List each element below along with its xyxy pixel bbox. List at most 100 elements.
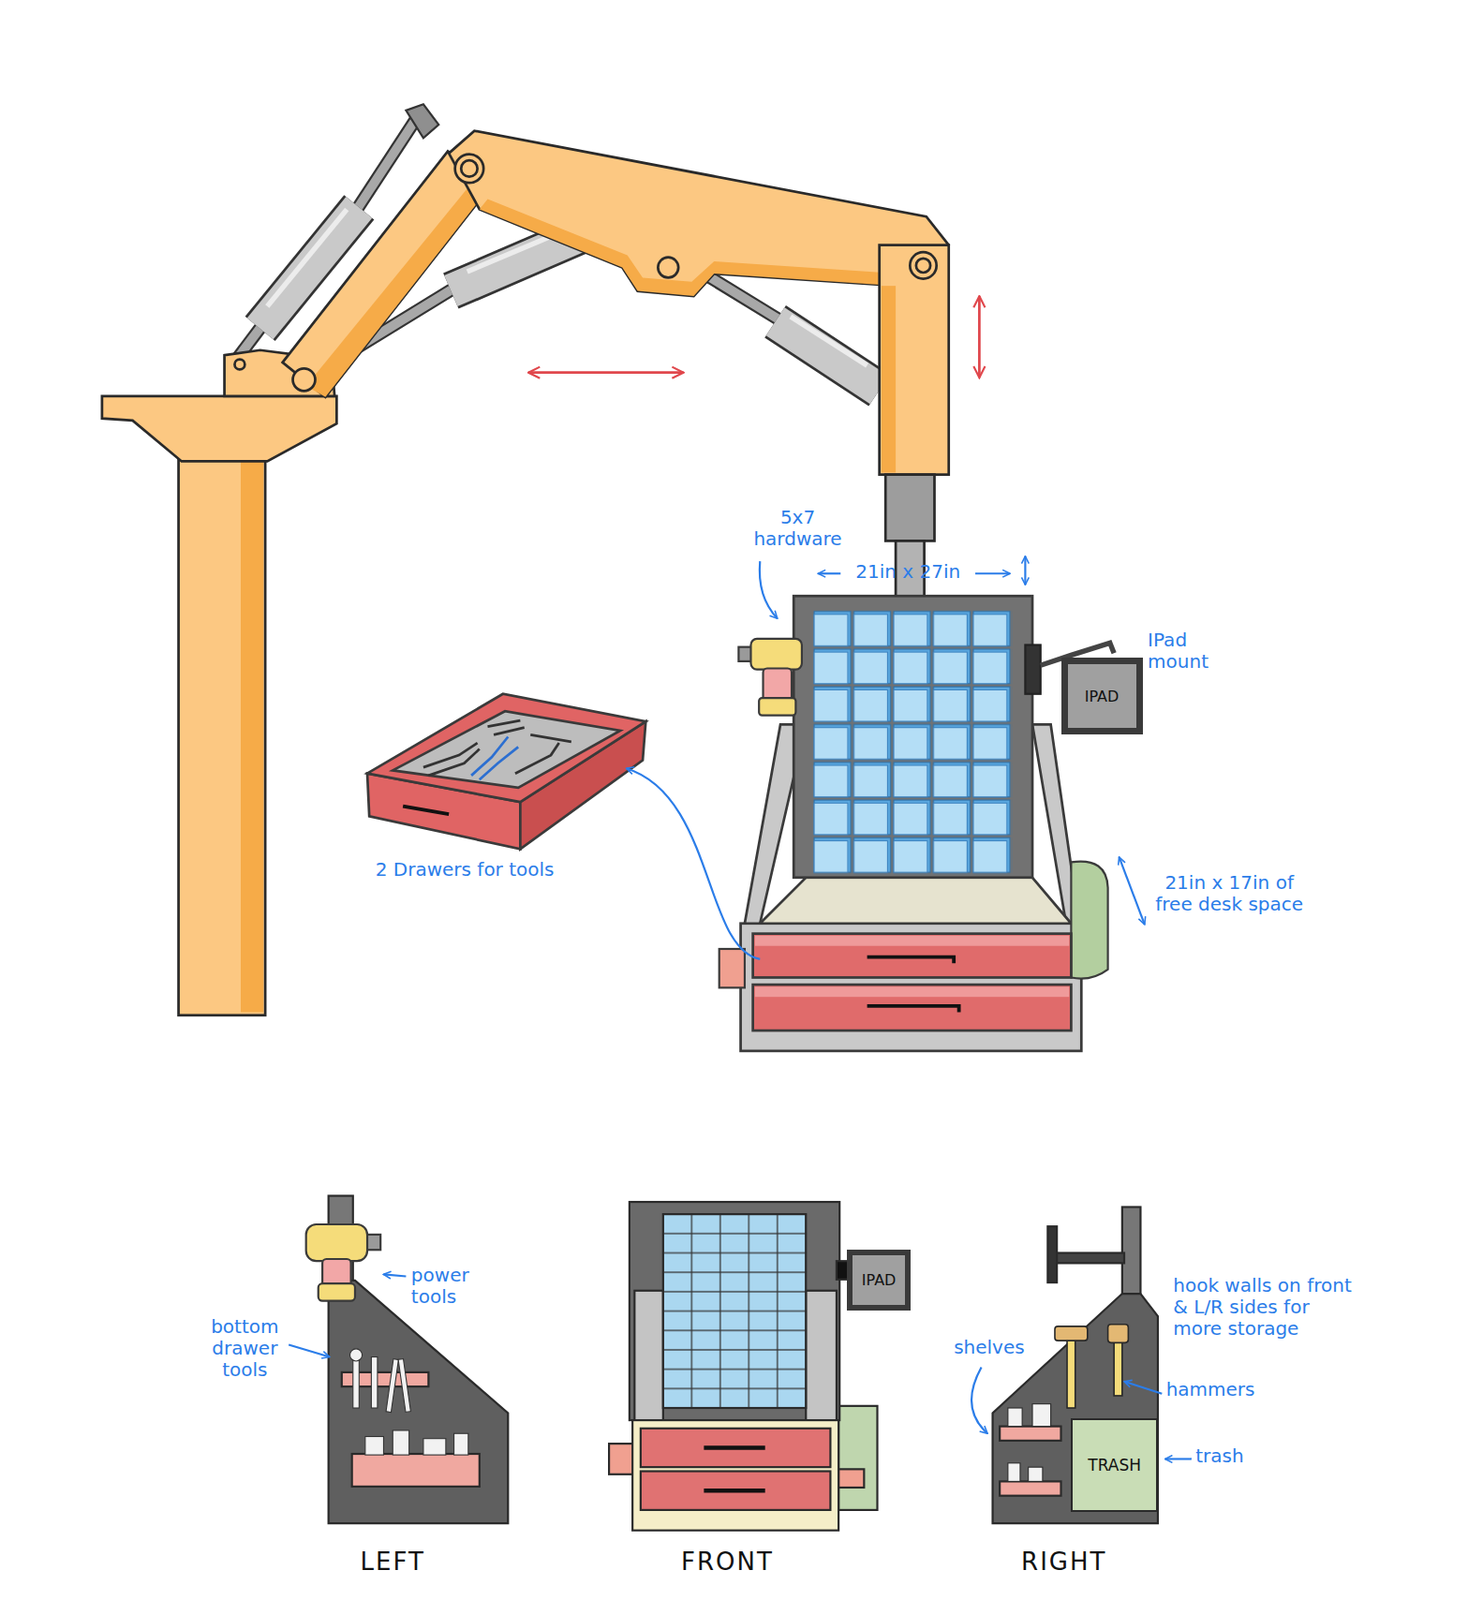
callout-label: hammers — [1166, 1379, 1256, 1401]
crane-boom — [282, 131, 950, 598]
drawer-tray — [402, 806, 449, 816]
hand-tool — [423, 742, 478, 768]
screen-label: TRASH — [1087, 1455, 1142, 1475]
leader-arrow — [1119, 857, 1145, 925]
tool-drawer — [755, 935, 1069, 947]
front-view-frame — [608, 1201, 877, 1531]
pivot-pin — [455, 154, 484, 183]
side-view-panel — [1008, 1463, 1021, 1483]
screen-label: IPAD — [1084, 687, 1120, 706]
side-view-panel — [1052, 1252, 1125, 1263]
workstation-frame — [793, 595, 1033, 878]
hydraulic-cylinder — [775, 321, 880, 390]
side-view-panel — [454, 1433, 469, 1455]
workstation-frame — [741, 923, 1083, 1052]
side-view-panel — [328, 1280, 509, 1524]
hydraulic-cylinder — [790, 316, 868, 366]
callout-label: bottom drawer tools — [198, 1316, 291, 1381]
hydraulic-cylinder — [266, 208, 347, 306]
side-view-panel — [1008, 1408, 1023, 1427]
front-view-frame — [629, 1201, 840, 1421]
side-view-panel — [423, 1438, 446, 1455]
crane-pillar — [178, 448, 267, 1015]
trash-bin: TRASH — [1070, 1418, 1158, 1513]
crane-boom — [885, 474, 935, 542]
front-view-frame — [838, 1468, 864, 1488]
hand-tool — [350, 1349, 412, 1413]
leader-arrow — [1165, 1457, 1192, 1460]
crane-pillar — [102, 350, 337, 1016]
hammer — [1067, 1338, 1076, 1409]
hand-tool — [515, 742, 560, 774]
callout-label: 2 Drawers for tools — [375, 859, 555, 881]
note-label: hook walls on front & L/R sides for more… — [1172, 1275, 1361, 1340]
front-view-frame — [703, 1488, 765, 1493]
crane-boom — [479, 199, 898, 297]
hand-tool — [428, 749, 479, 776]
view-title: RIGHT — [1021, 1548, 1107, 1577]
leader-arrow — [971, 1366, 988, 1434]
tool-drawer — [753, 934, 1072, 1031]
pivot-pin — [234, 359, 245, 371]
side-view-panel — [999, 1481, 1061, 1496]
ipad-mount — [1024, 644, 1040, 694]
workstation-frame — [741, 595, 1083, 1052]
ipad-screen: IPAD — [846, 1249, 912, 1311]
tool-drawer — [755, 986, 1069, 997]
side-view-panel — [993, 1293, 1158, 1524]
hardware-bin-grid — [813, 609, 1012, 875]
hand-tool — [353, 1354, 360, 1409]
view-title: FRONT — [681, 1548, 774, 1577]
side-view-panel — [993, 1206, 1158, 1524]
side-view-panel — [1047, 1226, 1057, 1283]
motion-arrow — [528, 296, 979, 378]
screen-label: IPAD — [861, 1271, 897, 1290]
leader-arrow — [1124, 1381, 1162, 1394]
hand-tool — [350, 1349, 363, 1362]
hand-tool — [479, 746, 519, 780]
front-view-frame — [805, 1290, 837, 1421]
tool-drawer — [867, 957, 955, 964]
leader-arrow — [626, 556, 1145, 960]
hand-tool — [385, 1359, 399, 1413]
crane-pillar — [240, 460, 264, 1012]
pivot-pin — [916, 258, 931, 273]
callout-label: IPad mount — [1147, 629, 1250, 673]
hammer — [1108, 1324, 1129, 1344]
callout-label: trash — [1195, 1445, 1244, 1468]
side-view-panel — [392, 1430, 409, 1455]
crane-boom — [881, 285, 896, 473]
leader-arrow — [817, 572, 841, 575]
dimension-label: 21in x 27in — [855, 561, 961, 583]
hammer — [1113, 1340, 1123, 1396]
drawer-tray — [367, 694, 646, 850]
hardware-bin-grid — [813, 609, 1012, 875]
hand-tool — [398, 1359, 411, 1413]
front-view-frame — [663, 1214, 806, 1409]
side-view-panel — [352, 1453, 480, 1487]
side-pocket — [719, 861, 1109, 989]
front-view-frame — [640, 1428, 831, 1468]
side-view-panel — [999, 1426, 1061, 1441]
tool-drawer — [867, 1006, 960, 1013]
callout-label: shelves — [953, 1336, 1025, 1359]
front-view-frame — [632, 1420, 839, 1531]
leader-arrow — [1023, 556, 1026, 585]
power-drill — [738, 638, 802, 716]
leader-arrow — [288, 1344, 330, 1357]
crane-pillar — [102, 396, 337, 462]
tool-drawer — [753, 984, 1072, 1031]
pivot-pin — [460, 160, 477, 177]
front-view-frame — [640, 1471, 831, 1511]
pivot-pin — [234, 154, 936, 392]
dimension-label: 21in x 17in of free desk space — [1153, 872, 1306, 916]
view-title: LEFT — [360, 1548, 426, 1577]
callout-label: power tools — [411, 1264, 493, 1308]
hand-tool — [370, 1357, 378, 1409]
crane-boom — [306, 173, 491, 397]
crane-boom — [448, 131, 950, 297]
